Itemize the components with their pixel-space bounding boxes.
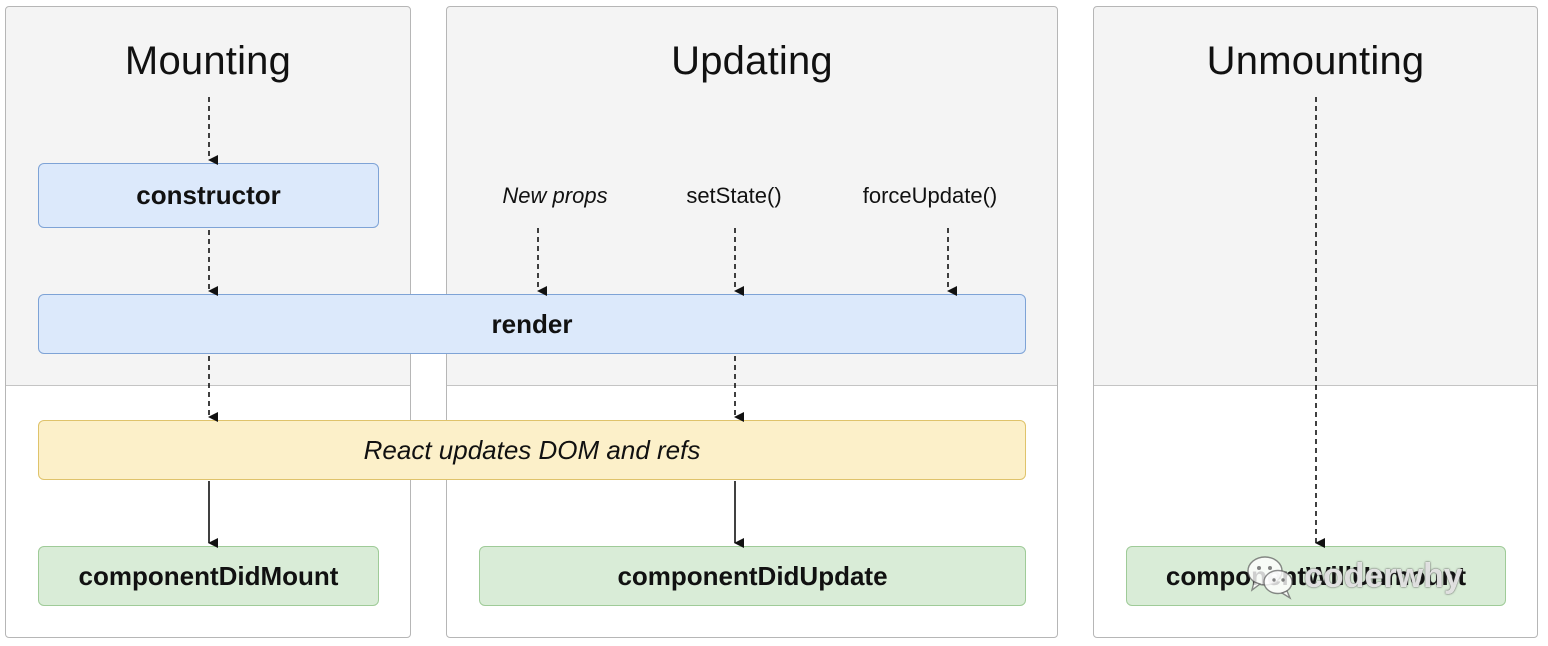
trigger-new-props: New props <box>502 183 608 208</box>
trigger-force-update: forceUpdate() <box>862 183 998 208</box>
react-dom-update-step: React updates DOM and refs <box>38 420 1026 480</box>
method-component-did-update: componentDidUpdate <box>479 546 1026 606</box>
watermark-text: coderwhy <box>1304 556 1463 595</box>
phase-divider <box>6 385 410 386</box>
phase-title-updating: Updating <box>671 39 833 83</box>
watermark: coderwhy <box>1244 544 1508 608</box>
method-component-will-unmount: componentWillUnmount <box>1126 546 1506 606</box>
method-constructor: constructor <box>38 163 379 228</box>
trigger-set-state: setState() <box>686 183 782 208</box>
phase-title-unmounting: Unmounting <box>1206 39 1425 83</box>
method-component-did-mount: componentDidMount <box>38 546 379 606</box>
wechat-icon <box>1247 556 1293 600</box>
method-render: render <box>38 294 1026 354</box>
phase-divider <box>447 385 1057 386</box>
phase-title-mounting: Mounting <box>124 39 292 83</box>
